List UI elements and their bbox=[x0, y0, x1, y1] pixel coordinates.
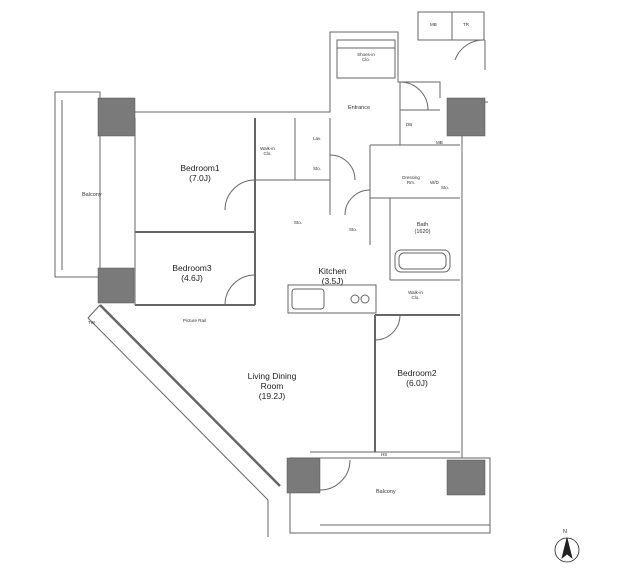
bedroom2-name: Bedroom2 bbox=[397, 368, 437, 378]
balcony-west-outline bbox=[54, 91, 101, 278]
room-bedroom1: Bedroom1 (7.0J) bbox=[170, 163, 230, 183]
room-walkin-closet-1: Walk-in Clo. bbox=[255, 146, 280, 157]
living-name-2: Room bbox=[260, 381, 284, 392]
bedroom2-size: (6.0J) bbox=[406, 378, 428, 389]
room-bedroom2: Bedroom2 (6.0J) bbox=[387, 368, 447, 388]
column-se bbox=[446, 459, 486, 496]
walkin2-l2: Clo. bbox=[411, 295, 420, 301]
label-sto-hall: Sto. bbox=[294, 220, 303, 225]
bedroom1-name: Bedroom1 bbox=[180, 163, 220, 173]
dressing-l1: Dressing bbox=[402, 175, 420, 180]
living-size: (19.2J) bbox=[258, 391, 286, 402]
living-name-1: Living Dining bbox=[247, 371, 297, 381]
column-s bbox=[286, 457, 321, 494]
walkin1-l2: Clo. bbox=[263, 151, 272, 157]
kitchen-size: (3.5J) bbox=[321, 276, 344, 287]
room-bedroom3: Bedroom3 (4.6J) bbox=[162, 263, 222, 283]
shoes-l1: Shoes-in bbox=[357, 52, 375, 57]
compass-label: N bbox=[563, 529, 567, 535]
room-shoes-in-closet: Shoes-in Clo. bbox=[350, 52, 382, 63]
column-nw bbox=[97, 97, 136, 137]
exterior-wall bbox=[135, 31, 441, 113]
bedroom1-size: (7.0J) bbox=[189, 173, 211, 184]
column-ne bbox=[446, 97, 486, 137]
balcony-south-outline bbox=[289, 457, 491, 534]
label-sto-kitchen: Sto. bbox=[349, 227, 358, 232]
bath-size: (1620) bbox=[414, 228, 431, 235]
shoes-l2: Clo. bbox=[361, 57, 370, 63]
balcony-south-label: Balcony bbox=[376, 489, 396, 495]
label-tw: TW bbox=[88, 320, 95, 325]
room-bath: Bath (1620) bbox=[405, 222, 440, 235]
room-living-dining: Living Dining Room (19.2J) bbox=[232, 371, 312, 402]
bedroom3-name: Bedroom3 bbox=[172, 263, 212, 273]
compass-icon bbox=[554, 537, 580, 563]
column-w bbox=[97, 267, 135, 304]
bedroom3-size: (4.6J) bbox=[181, 273, 203, 284]
label-sto: Sto. bbox=[313, 166, 322, 171]
label-hs: HS bbox=[381, 452, 388, 457]
entrance-label: Entrance bbox=[348, 105, 371, 111]
bath-name: Bath bbox=[416, 222, 429, 228]
balcony-west-label: Balcony bbox=[82, 192, 102, 198]
walkin1-l1: Walk-in bbox=[260, 146, 275, 151]
dressing-l2: Rm. bbox=[406, 180, 416, 186]
room-kitchen: Kitchen (3.5J) bbox=[305, 266, 360, 286]
kitchen-name: Kitchen bbox=[318, 266, 347, 276]
label-ws: Sto. bbox=[441, 185, 450, 190]
label-db: DB bbox=[406, 122, 413, 127]
label-lav: Lav. bbox=[313, 136, 322, 141]
room-dressing: Dressing Rm. bbox=[396, 175, 426, 186]
label-wd: W/D bbox=[430, 180, 439, 185]
label-ms: MB bbox=[436, 140, 443, 145]
diagonal-wall bbox=[99, 304, 281, 487]
walkin2-l1: Walk-in bbox=[408, 290, 423, 295]
label-tr: TR bbox=[463, 22, 469, 27]
label-picture-rail: Picture Rail bbox=[183, 318, 207, 323]
room-walkin-closet-2: Walk-in Clo. bbox=[403, 290, 428, 301]
label-mb: MB bbox=[430, 22, 437, 27]
